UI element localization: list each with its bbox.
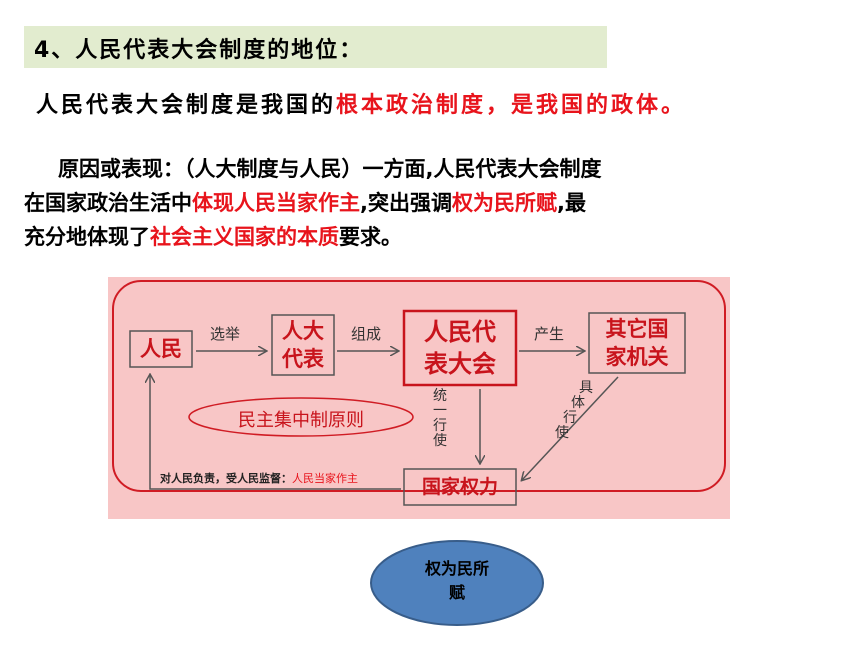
label-compose: 组成	[351, 325, 382, 343]
reason-highlight-1: 体现人民当家作主	[192, 191, 360, 215]
reason-highlight-2: 权为民所赋	[451, 191, 557, 215]
principle-label: 民主集中制原则	[238, 410, 364, 431]
reason-line-1: 原因或表现：（人大制度与人民）一方面,人民代表大会制度	[24, 152, 844, 186]
diagram-graphics	[108, 277, 730, 519]
npc-system-diagram: 人民 人大 代表 人民代 表大会 其它国 家机关 国家权力 选举 组成 产生 统…	[108, 277, 730, 519]
label-produce: 产生	[534, 325, 565, 343]
unified-char-4: 使	[433, 433, 447, 449]
arrow-feedback	[150, 375, 401, 490]
node-deputies-line1: 人大	[282, 319, 324, 343]
node-people: 人民	[140, 337, 182, 361]
node-organs-line1: 其它国	[605, 317, 669, 341]
bubble-label: 权为民所 赋	[401, 557, 513, 605]
power-box	[403, 468, 517, 506]
reason-highlight-3: 社会主义国家的本质	[150, 225, 339, 249]
node-state-power: 国家权力	[421, 476, 498, 498]
unified-char-2: 一	[433, 403, 447, 419]
bubble-line-2: 赋	[448, 583, 465, 602]
node-npc: 人民代 表大会	[404, 311, 516, 385]
statement-prefix: 人民代表大会制度是我国的	[36, 93, 337, 118]
npc-box	[402, 309, 518, 387]
diagram-background	[108, 277, 730, 519]
label-specific-char-4: 使	[555, 425, 569, 441]
bubble-line-1: 权为民所	[424, 559, 489, 578]
diagram-frame	[112, 280, 726, 492]
node-npc-line1: 人民代	[424, 318, 496, 346]
reason-line-2: 在国家政治生活中体现人民当家作主,突出强调权为民所赋,最	[24, 186, 844, 220]
reason-paragraph: 原因或表现：（人大制度与人民）一方面,人民代表大会制度 在国家政治生活中体现人民…	[24, 152, 844, 254]
bubble-shape	[370, 540, 544, 626]
label-specific-char-2: 体	[571, 395, 585, 411]
feedback-highlight: 人民当家作主	[292, 472, 358, 485]
unified-char-3: 行	[433, 418, 447, 434]
label-elect: 选举	[210, 325, 241, 343]
node-other-organs: 其它国 家机关	[589, 313, 685, 373]
principle-pill	[188, 397, 414, 437]
reason-line-3: 充分地体现了社会主义国家的本质要求。	[24, 220, 844, 254]
feedback-text: 对人民负责，受人民监督：	[160, 472, 292, 485]
arrow-specific-exercise	[522, 376, 619, 480]
statement-highlight: 根本政治制度，是我国的政体。	[336, 93, 687, 118]
reason-text-6: 要求。	[339, 225, 402, 249]
reason-text-2: 在国家政治生活中	[24, 191, 192, 215]
section-heading: 4、人民代表大会制度的地位：	[34, 38, 364, 63]
statement-line: 人民代表大会制度是我国的根本政治制度，是我国的政体。	[36, 87, 686, 119]
node-deputies: 人大 代表	[272, 315, 334, 375]
node-npc-line2: 表大会	[424, 350, 496, 378]
unified-char-1: 统	[433, 388, 447, 404]
node-organs-line2: 家机关	[605, 345, 669, 369]
label-unified-exercise: 统 一 行 使	[432, 389, 448, 449]
label-specific-char-1: 具	[579, 380, 593, 396]
label-specific-char-3: 行	[563, 410, 577, 426]
heading-background	[24, 26, 607, 68]
reason-text-4: ,最	[556, 191, 586, 215]
reason-text-1: 原因或表现：（人大制度与人民）一方面,人民代表大会制度	[58, 157, 602, 181]
reason-text-5: 充分地体现了	[24, 225, 150, 249]
node-deputies-line2: 代表	[282, 347, 324, 371]
deputies-box	[271, 314, 335, 376]
reason-text-3: ,突出强调	[360, 191, 452, 215]
feedback-label: 对人民负责，受人民监督：人民当家作主	[160, 470, 358, 486]
people-box	[129, 330, 193, 368]
organs-box	[588, 312, 686, 374]
